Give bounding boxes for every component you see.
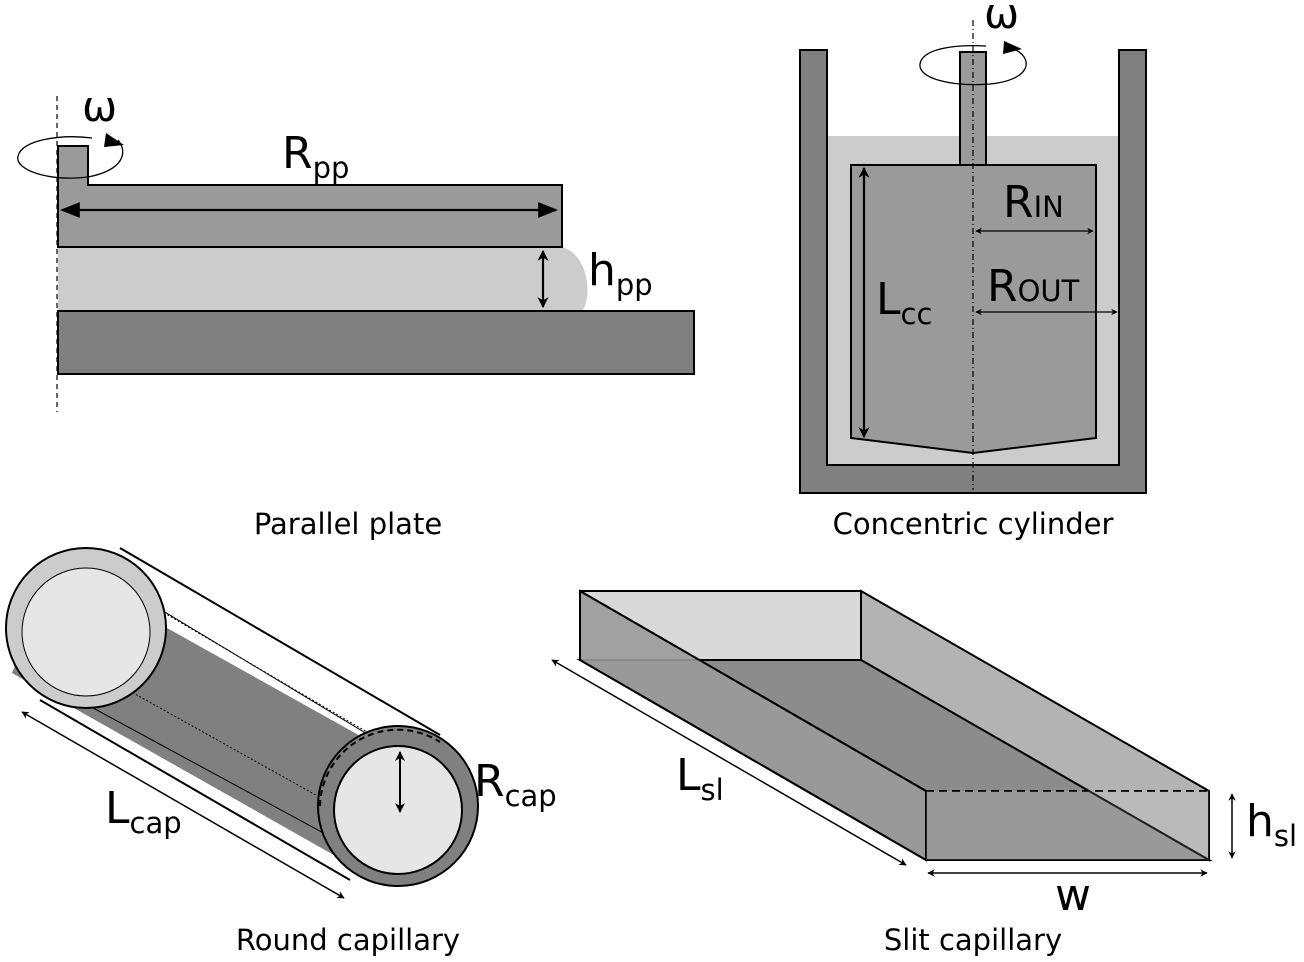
pp-caption: Parallel plate	[254, 507, 442, 541]
pp-bottom-plate	[57, 310, 695, 375]
cc-rotation-arrowhead	[1003, 41, 1022, 54]
slit-width-label: w	[1055, 870, 1091, 921]
pp-radius-label: Rpp	[282, 128, 349, 185]
slit-front-face	[926, 791, 1209, 860]
pp-rotation-arrow	[17, 136, 124, 179]
rcap-length-label: Lcap	[105, 783, 182, 840]
rcap-near-end-inner	[333, 745, 463, 875]
cc-rotation-arrow	[919, 44, 1027, 86]
rcap-length-arrow	[21, 711, 345, 899]
parallel-plate-figure: ω Rpp hpp Parallel plate	[17, 82, 695, 541]
pp-rotation-arrowhead	[104, 133, 124, 147]
cc-inner-radius-label: RIN	[1003, 177, 1064, 228]
slit-height-label: hsl	[1246, 796, 1297, 853]
pp-gap-label: hpp	[588, 245, 653, 302]
cc-length-label: Lcc	[876, 274, 932, 331]
cc-outer-radius-label: ROUT	[987, 261, 1080, 312]
rcap-far-end-inner	[21, 567, 151, 697]
pp-fluid	[58, 247, 588, 311]
round-capillary-figure: Rcap Lcap Round capillary	[5, 547, 557, 957]
rcap-radius-label: Rcap	[474, 756, 557, 813]
slit-caption: Slit capillary	[884, 923, 1062, 957]
cc-caption: Concentric cylinder	[833, 507, 1114, 541]
pp-omega-label: ω	[82, 82, 117, 131]
pp-top-plate	[57, 145, 563, 248]
concentric-cylinder-figure: ω Lcc RIN ROUT Concentric cylinder	[799, 0, 1147, 541]
slit-length-label: Lsl	[676, 750, 724, 807]
rcap-tube-top-edge	[119, 547, 441, 736]
cc-cup	[799, 49, 1147, 494]
slit-length-arrow	[551, 659, 907, 866]
rcap-caption: Round capillary	[236, 923, 460, 957]
slit-capillary-figure: Lsl w hsl Slit capillary	[551, 589, 1297, 957]
cc-omega-label: ω	[984, 0, 1019, 38]
